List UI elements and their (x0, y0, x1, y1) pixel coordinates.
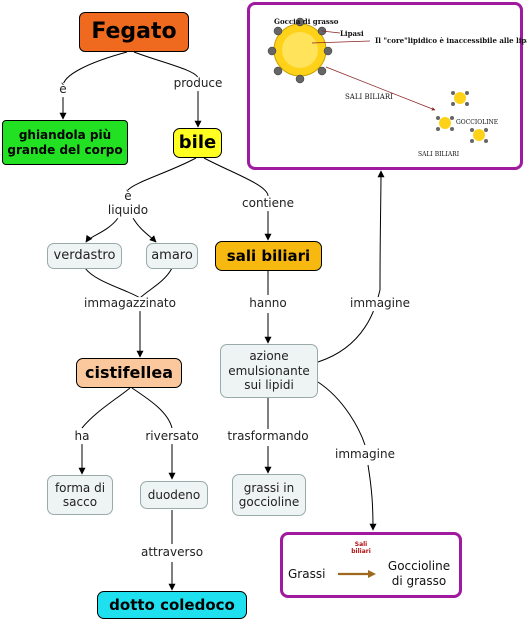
lipase-molecules-icon (267, 17, 333, 84)
label-sali-biliari: SALI BILIARI (345, 93, 393, 101)
link-label-contiene: contiene (241, 196, 295, 211)
link-label-hanno: hanno (248, 296, 288, 311)
image-emulsification-diagram[interactable]: Goccia di grasso Lipasi Il "core"lipidic… (247, 2, 527, 170)
label-goccioline: GOCCIOLINE (456, 119, 499, 126)
node-duodeno[interactable]: duodeno (140, 481, 208, 509)
label-grassi: Grassi (288, 567, 326, 581)
emulsification-illustration (267, 17, 488, 143)
link-label-immagine-bottom: immagine (333, 447, 397, 462)
link-label-produce: produce (172, 76, 224, 91)
node-dotto-coledoco[interactable]: dotto coledoco (97, 591, 247, 619)
node-ghiandola[interactable]: ghiandola più grande del corpo (2, 120, 128, 165)
node-azione[interactable]: azione emulsionante sui lipidi (220, 344, 318, 398)
node-grassi-goccioline[interactable]: grassi in goccioline (232, 474, 306, 516)
node-verdastro[interactable]: verdastro (47, 243, 122, 269)
label-goccioline-di-grasso: Goccioline di grasso (387, 559, 451, 588)
node-fegato[interactable]: Fegato (79, 12, 189, 52)
node-forma[interactable]: forma di sacco (47, 475, 113, 515)
arrow-right-icon (338, 570, 376, 578)
node-amaro[interactable]: amaro (146, 243, 198, 269)
label-sali-biliari-2: SALI BILIARI (418, 151, 460, 158)
link-label-attraverso: attraverso (139, 545, 205, 560)
link-label-trasformando: trasformando (226, 429, 310, 444)
label-goccia: Goccia di grasso (274, 17, 339, 26)
label-lipasi: Lipasi (340, 29, 364, 38)
link-label-ha: ha (73, 429, 91, 444)
node-bile[interactable]: bile (173, 128, 222, 158)
small-droplets-icon (436, 91, 488, 143)
link-label-immagine-top: immagine (348, 296, 412, 311)
link-label-riversato: riversato (144, 429, 200, 444)
node-sali-biliari[interactable]: sali biliari (215, 241, 322, 271)
image-fat-transformation[interactable]: Sali biliari Grassi Goccioline di grasso (280, 532, 462, 598)
label-core: Il "core"lipidico è inaccessibile alle l… (375, 36, 527, 45)
link-label-e: è (58, 82, 68, 97)
label-sali-biliari-small: Sali biliari (351, 541, 371, 556)
link-label-immagazzinato: immagazzinato (83, 296, 177, 311)
link-label-e-liquido: è liquido (106, 189, 150, 218)
node-cistifellea[interactable]: cistifellea (76, 358, 182, 388)
